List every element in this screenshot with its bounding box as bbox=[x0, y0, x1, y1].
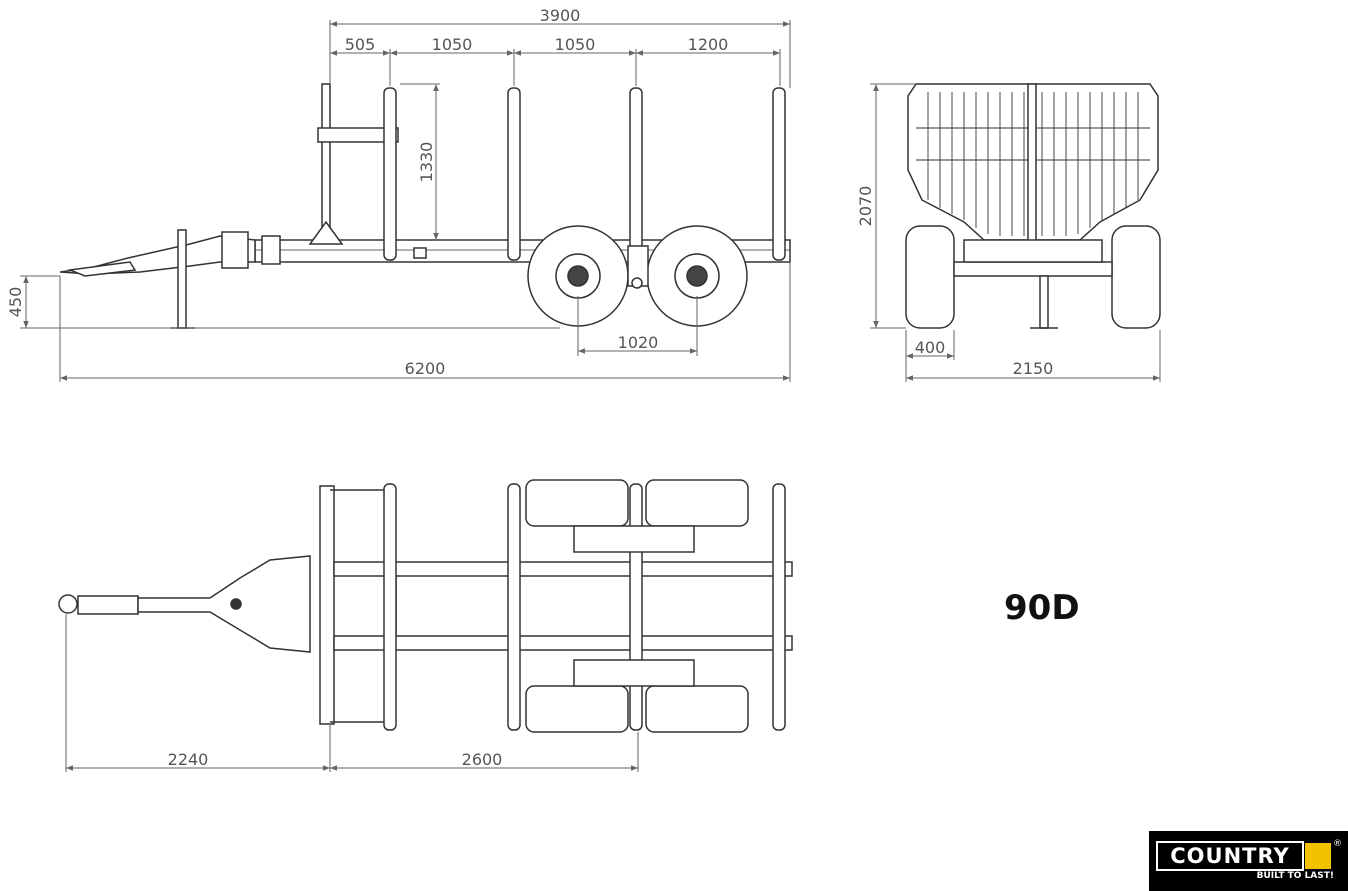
registered-mark: ® bbox=[1333, 839, 1342, 849]
top-front-bolster bbox=[319, 485, 335, 725]
front-view bbox=[905, 83, 1161, 329]
dim-height: 2070 bbox=[856, 186, 875, 227]
top-view bbox=[58, 479, 793, 733]
model-name: 90D bbox=[1004, 588, 1080, 628]
side-dimension-labels: 3900 505 1050 1050 1200 1330 450 1020 62… bbox=[6, 6, 728, 378]
front-dimension-labels: 2070 400 2150 bbox=[856, 186, 1053, 378]
dim-stake-gap: 1050 bbox=[432, 35, 473, 54]
top-wheel bbox=[645, 685, 749, 733]
dim-drawbar-to-front: 2240 bbox=[168, 750, 209, 769]
dim-axle-spacing: 1020 bbox=[618, 333, 659, 352]
side-dimensions bbox=[20, 20, 791, 382]
brand-name: COUNTRY bbox=[1156, 841, 1304, 871]
top-wheel bbox=[525, 479, 629, 527]
top-wheel bbox=[525, 685, 629, 733]
dim-total-length: 6200 bbox=[405, 359, 446, 378]
top-frame bbox=[333, 561, 793, 577]
dim-front-to-axle: 2600 bbox=[462, 750, 503, 769]
brand-tagline: BUILT TO LAST! bbox=[1256, 871, 1334, 881]
brand-mark-icon bbox=[1305, 843, 1331, 869]
front-wheel-left bbox=[905, 225, 955, 329]
dim-stake-gap: 505 bbox=[345, 35, 376, 54]
dim-stake-height: 1330 bbox=[417, 142, 436, 183]
side-view bbox=[59, 83, 791, 329]
top-wheel bbox=[645, 479, 749, 527]
top-dimensions bbox=[65, 614, 639, 772]
dim-stake-gap: 1200 bbox=[688, 35, 729, 54]
dim-stake-span: 3900 bbox=[540, 6, 581, 25]
top-tow-eye bbox=[58, 594, 78, 614]
dim-drawbar-height: 450 bbox=[6, 287, 25, 318]
side-stake bbox=[383, 87, 397, 261]
dim-width: 2150 bbox=[1013, 359, 1054, 378]
top-drawbar bbox=[137, 555, 311, 653]
dim-ground-clearance: 400 bbox=[915, 338, 946, 357]
brand-logo: COUNTRY ® BUILT TO LAST! bbox=[1149, 831, 1348, 891]
side-stake bbox=[507, 87, 521, 261]
dim-stake-gap: 1050 bbox=[555, 35, 596, 54]
side-stake bbox=[629, 87, 643, 261]
side-support-leg bbox=[177, 229, 187, 329]
side-front-stand bbox=[321, 83, 331, 241]
front-dimensions bbox=[870, 83, 1161, 382]
side-stake bbox=[772, 87, 786, 261]
front-wheel-right bbox=[1111, 225, 1161, 329]
top-dimension-labels: 2240 2600 bbox=[168, 750, 503, 769]
